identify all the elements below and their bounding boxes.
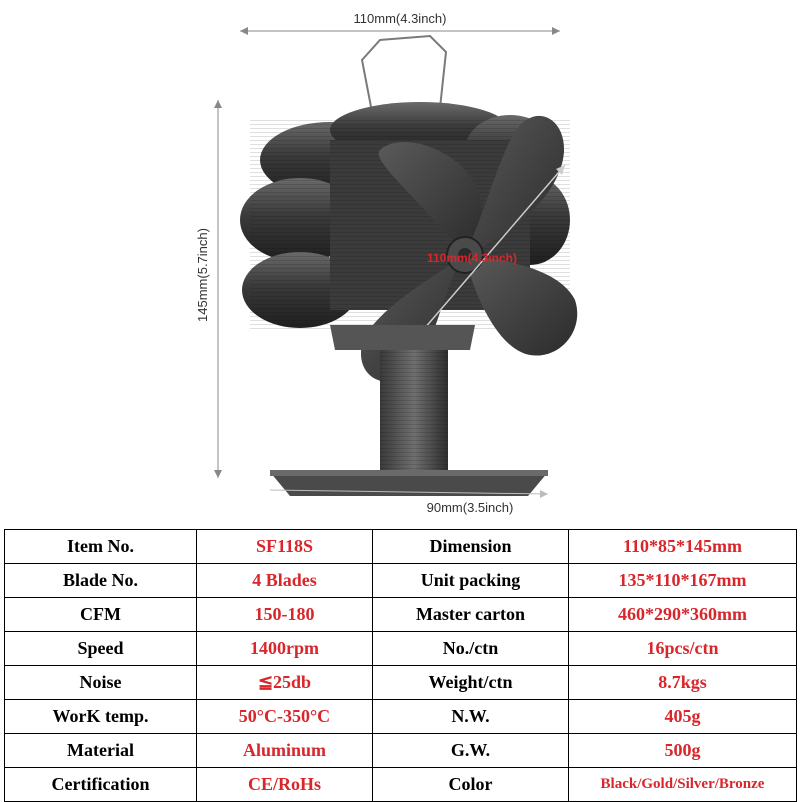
fan-blades [360, 115, 578, 382]
spec-label: Material [4, 733, 197, 768]
spec-label: No./ctn [372, 631, 569, 666]
spec-value: CE/RoHs [196, 767, 373, 802]
top-width-label: 110mm(4.3inch) [354, 11, 447, 26]
spec-label: Unit packing [372, 563, 569, 598]
spec-label: N.W. [372, 699, 569, 734]
base-width-label: 90mm(3.5inch) [427, 500, 514, 515]
spec-value: 460*290*360mm [568, 597, 797, 632]
table-row: Material Aluminum G.W. 500g [4, 733, 797, 768]
fan-stand [270, 325, 548, 496]
height-label: 145mm(5.7inch) [195, 228, 210, 322]
spec-value: 150-180 [196, 597, 373, 632]
spec-label: Speed [4, 631, 197, 666]
spec-label: Blade No. [4, 563, 197, 598]
specification-table: Item No. SF118S Dimension 110*85*145mm B… [4, 529, 797, 802]
spec-value: 405g [568, 699, 797, 734]
spec-value: 500g [568, 733, 797, 768]
spec-value: 50°C-350°C [196, 699, 373, 734]
spec-value: 110*85*145mm [568, 529, 797, 564]
spec-label: Weight/ctn [372, 665, 569, 700]
height-dimension: 145mm(5.7inch) [195, 100, 222, 478]
wire-handle [360, 34, 448, 113]
spec-value: 8.7kgs [568, 665, 797, 700]
spec-label: G.W. [372, 733, 569, 768]
spec-label: Certification [4, 767, 197, 802]
table-row: Noise ≦25db Weight/ctn 8.7kgs [4, 665, 797, 700]
spec-value: 4 Blades [196, 563, 373, 598]
table-row: Blade No. 4 Blades Unit packing 135*110*… [4, 563, 797, 598]
product-illustration: 110mm(4.3inch) 145mm(5.7inch) [195, 10, 578, 516]
spec-value: SF118S [196, 529, 373, 564]
spec-label: Item No. [4, 529, 197, 564]
table-row: CFM 150-180 Master carton 460*290*360mm [4, 597, 797, 632]
table-row: WorK temp. 50°C-350°C N.W. 405g [4, 699, 797, 734]
spec-value: Black/Gold/Silver/Bronze [568, 767, 797, 802]
spec-value: Aluminum [196, 733, 373, 768]
spec-label: Master carton [372, 597, 569, 632]
table-row: Certification CE/RoHs Color Black/Gold/S… [4, 767, 797, 802]
spec-value: 1400rpm [196, 631, 373, 666]
spec-label: Noise [4, 665, 197, 700]
spec-value: ≦25db [196, 665, 373, 700]
top-width-dimension: 110mm(4.3inch) [240, 10, 560, 35]
spec-value: 16pcs/ctn [568, 631, 797, 666]
base-width-dimension: 90mm(3.5inch) [269, 489, 549, 516]
spec-label: Dimension [372, 529, 569, 564]
spec-label: Color [372, 767, 569, 802]
spec-label: WorK temp. [4, 699, 197, 734]
table-row: Speed 1400rpm No./ctn 16pcs/ctn [4, 631, 797, 666]
spec-value: 135*110*167mm [568, 563, 797, 598]
spec-label: CFM [4, 597, 197, 632]
blade-diameter-label: 110mm(4.3inch) [427, 251, 517, 265]
table-row: Item No. SF118S Dimension 110*85*145mm [4, 529, 797, 564]
stove-fan-drawing: 110mm(4.3inch) 145mm(5.7inch) [195, 10, 578, 516]
